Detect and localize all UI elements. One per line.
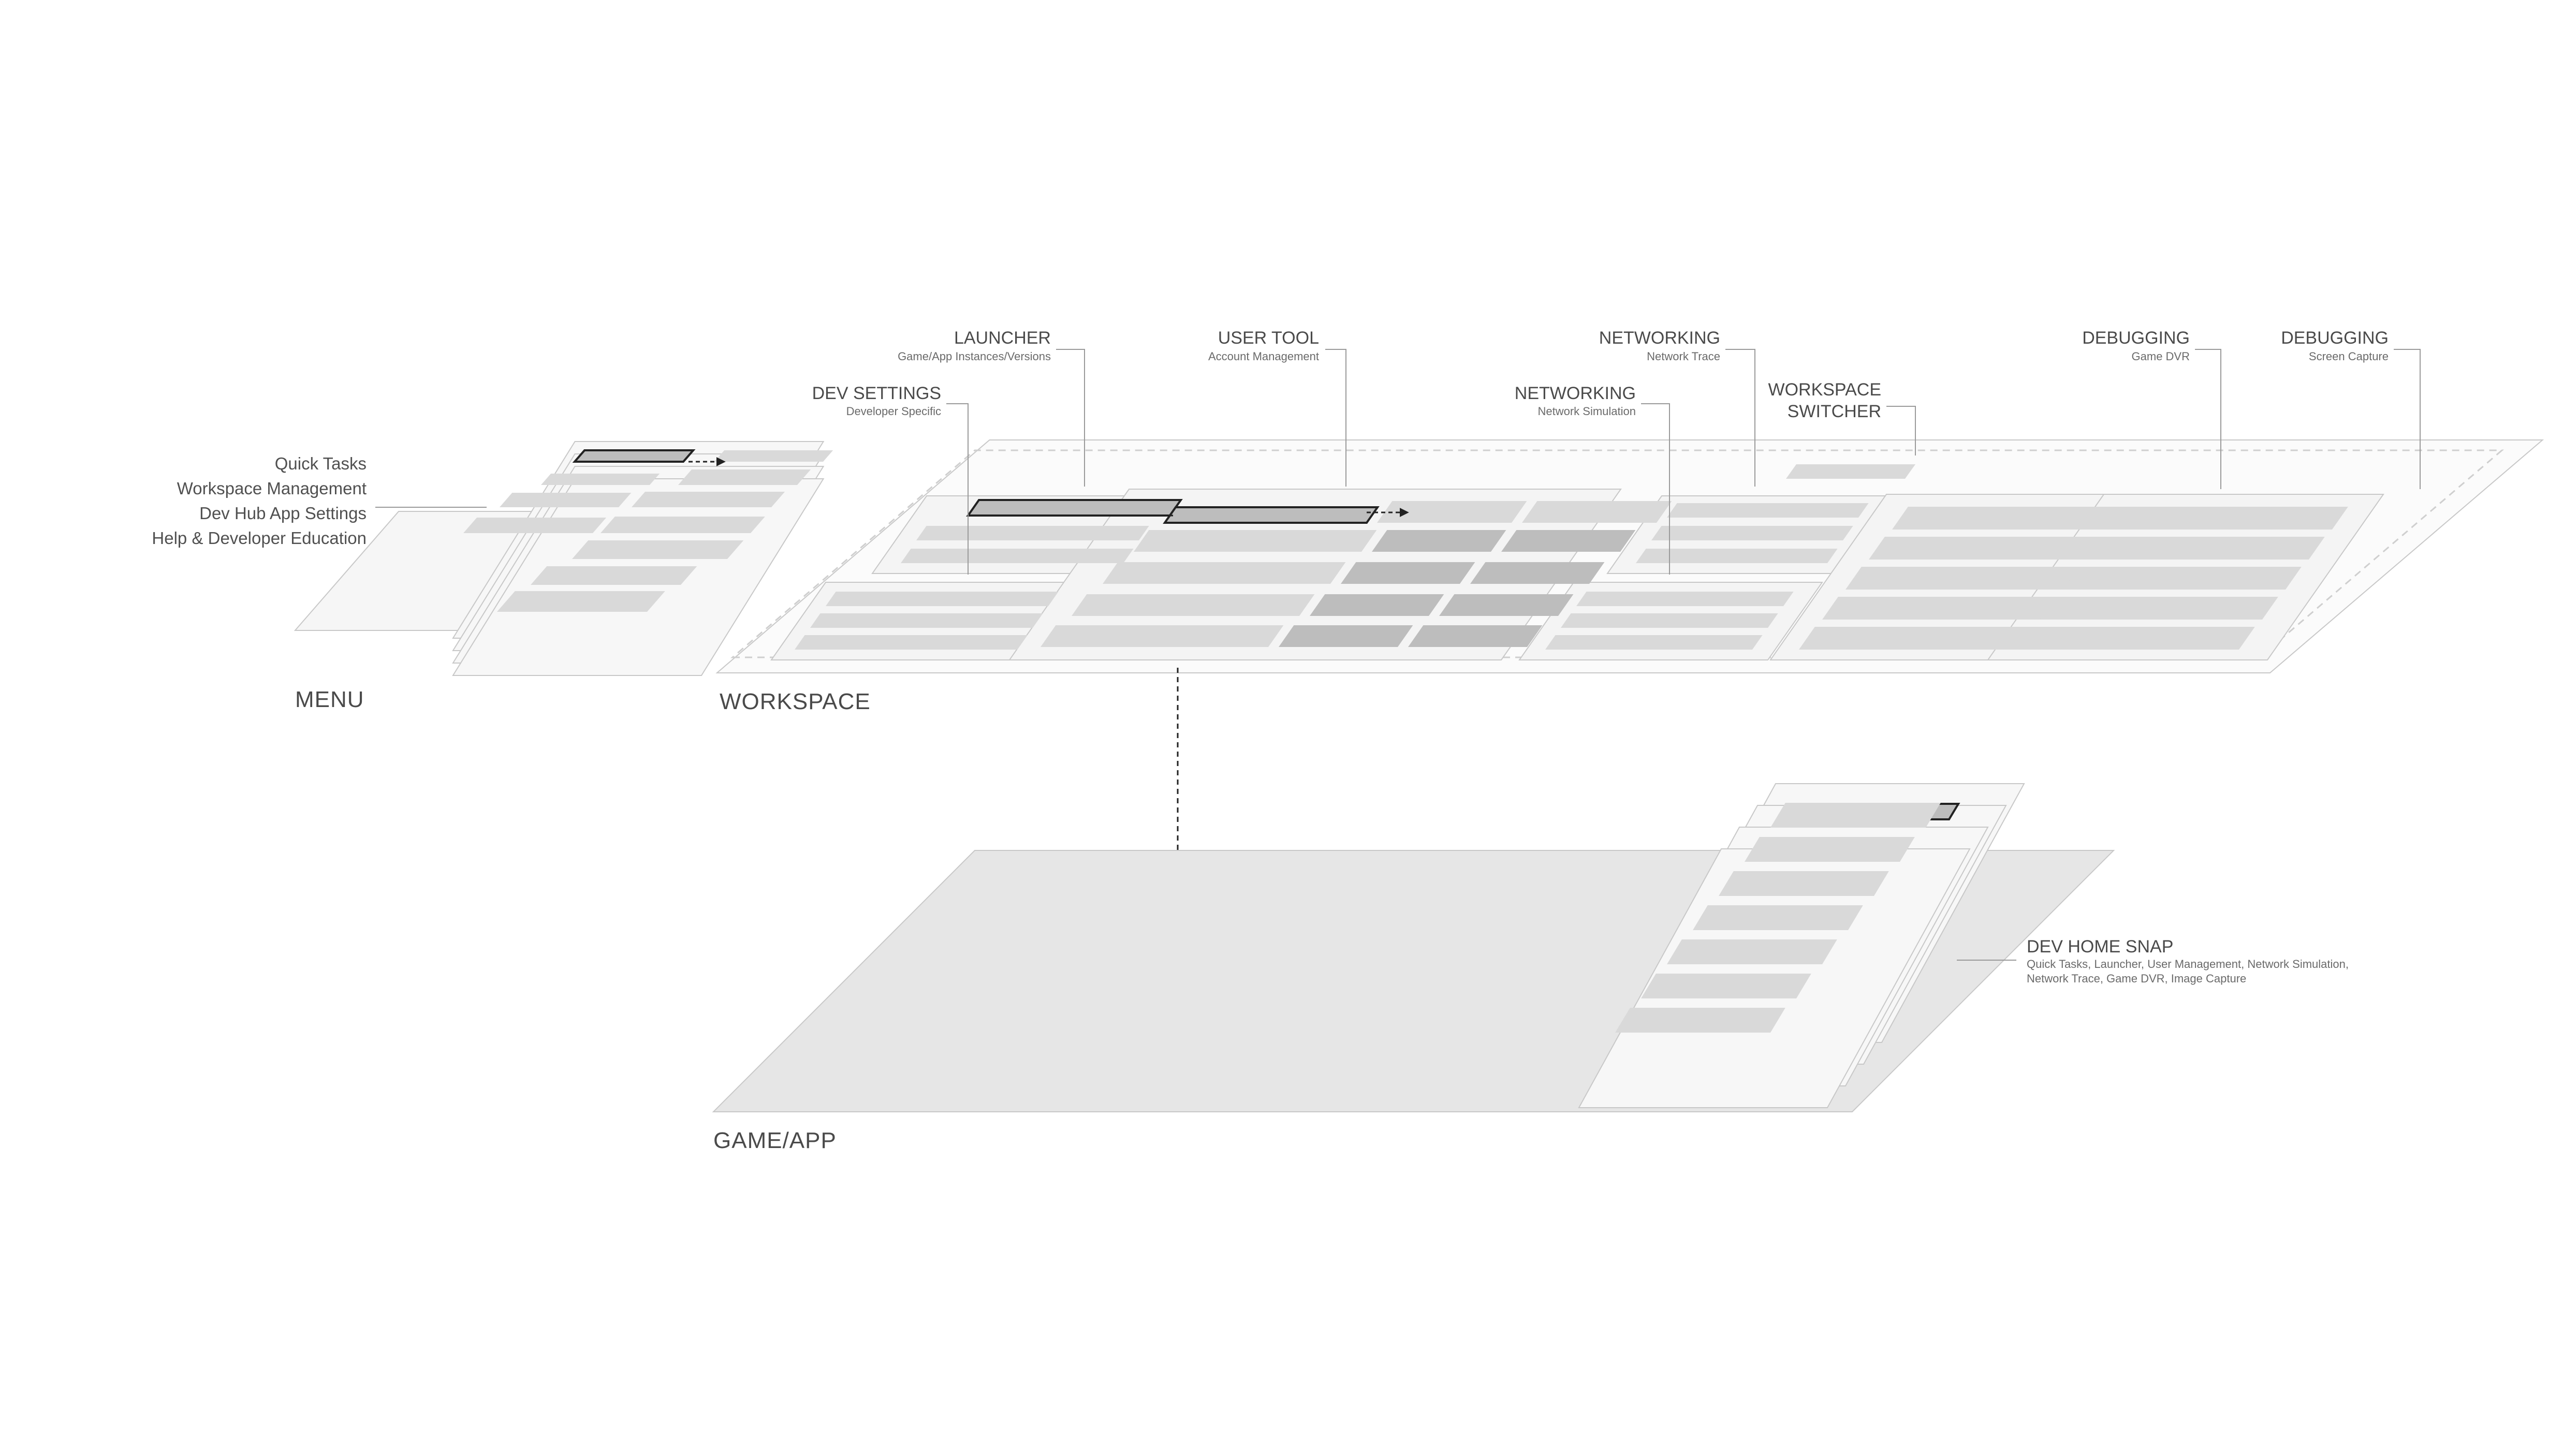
callout-user-tool-subtitle: Account Management — [1208, 350, 1319, 363]
callout-debug-dvr-subtitle: Game DVR — [2132, 350, 2190, 363]
debug-dvr-bar — [1892, 507, 2131, 530]
leader-lines — [375, 349, 2421, 961]
game-app-section-title: GAME/APP — [713, 1128, 837, 1153]
workspace-labels: LAUNCHER Game/App Instances/Versions USE… — [720, 328, 2389, 714]
debug-dvr-bar — [1799, 627, 2038, 650]
user-tool-bar — [1041, 625, 1284, 647]
menu-bar — [632, 492, 785, 507]
workspace-dashed-outline — [730, 449, 2505, 658]
net-sim-bar — [1576, 592, 1794, 606]
callout-dev-settings-title: DEV SETTINGS — [812, 384, 941, 403]
net-trace-bar — [1667, 503, 1869, 518]
callout-debug-dvr-title: DEBUGGING — [2082, 328, 2190, 348]
callout-dev-settings-subtitle: Developer Specific — [846, 405, 941, 418]
callout-net-sim-title: NETWORKING — [1515, 384, 1636, 403]
debug-capture-bar — [2110, 507, 2348, 530]
debug-dvr-bar — [1846, 567, 2084, 590]
user-tool-bar — [1377, 501, 1527, 523]
debug-capture-bar — [2040, 597, 2278, 620]
callout-launcher-title: LAUNCHER — [954, 328, 1051, 348]
launcher-highlight-bar — [966, 499, 1183, 517]
net-trace-bar — [1636, 549, 1838, 563]
net-trace-bar — [1651, 526, 1853, 540]
debug-capture-bar — [2016, 627, 2255, 650]
launcher-bar — [901, 549, 1134, 563]
user-tool-bar — [1501, 530, 1636, 552]
user-tool-bar — [1408, 625, 1543, 647]
user-tool-bar — [1310, 594, 1444, 616]
menu-item-quick-tasks: Quick Tasks — [275, 454, 367, 473]
menu-item-help-education: Help & Developer Education — [152, 528, 367, 548]
callout-net-trace-subtitle: Network Trace — [1647, 350, 1720, 363]
menu-bar — [678, 469, 811, 485]
dev-home-snap-bar — [1745, 837, 1915, 862]
workspace-section-title: WORKSPACE — [720, 689, 871, 714]
menu-highlight-bar — [572, 449, 696, 463]
leader-debug-capture — [2394, 349, 2421, 489]
leader-launcher — [1056, 349, 1085, 487]
menu-labels: Quick Tasks Workspace Management Dev Hub… — [152, 454, 367, 712]
leader-net-trace — [1725, 349, 1755, 487]
menu-bar — [463, 518, 607, 533]
callout-debug-capture-subtitle: Screen Capture — [2309, 350, 2389, 363]
callout-switcher-title-1: WORKSPACE — [1768, 380, 1881, 400]
dev-home-snap-title: DEV HOME SNAP — [2027, 937, 2173, 957]
menu-item-dev-hub-settings: Dev Hub App Settings — [199, 504, 367, 523]
menu-bar — [572, 540, 744, 559]
user-tool-bar — [1072, 594, 1315, 616]
callout-user-tool-title: USER TOOL — [1218, 328, 1319, 348]
user-tool-bar — [1470, 562, 1605, 584]
debug-dvr-bar — [1822, 597, 2061, 620]
callout-net-sim-subtitle: Network Simulation — [1537, 405, 1636, 418]
callout-launcher-subtitle: Game/App Instances/Versions — [898, 350, 1051, 363]
dev-home-snap-desc-1: Quick Tasks, Launcher, User Management, … — [2027, 958, 2349, 970]
dev-settings-bar — [795, 635, 1028, 650]
dev-home-snap-bar — [1667, 939, 1837, 964]
diagram-shapes — [294, 439, 2544, 1112]
menu-bar — [500, 493, 632, 507]
callout-debug-capture-title: DEBUGGING — [2281, 328, 2389, 348]
menu-section-title: MENU — [295, 687, 364, 712]
user-tool-bar — [1522, 501, 1672, 523]
leader-net-sim — [1641, 403, 1670, 575]
leader-user-tool — [1325, 349, 1346, 487]
user-tool-highlight-bar — [1163, 506, 1380, 524]
dev-home-snap-bar — [1719, 871, 1889, 896]
menu-bar — [497, 591, 665, 612]
dev-home-snap-bar — [1615, 1008, 1785, 1033]
switcher-bar — [1786, 464, 1915, 479]
user-tool-bar — [1372, 530, 1506, 552]
user-tool-bar — [1439, 594, 1574, 616]
dev-home-snap-bar — [1641, 974, 1811, 998]
menu-bar — [541, 474, 660, 485]
net-sim-bar — [1545, 635, 1763, 650]
menu-bar — [531, 566, 697, 585]
dev-settings-bar — [810, 613, 1043, 628]
game-labels: GAME/APP DEV HOME SNAP Quick Tasks, Laun… — [713, 937, 2349, 1153]
dev-home-snap-bar — [1693, 905, 1863, 930]
menu-bar — [601, 517, 765, 533]
net-sim-bar — [1561, 613, 1778, 628]
callout-switcher-title-2: SWITCHER — [1788, 402, 1881, 421]
leader-dev-settings — [946, 403, 969, 575]
callout-net-trace-title: NETWORKING — [1599, 328, 1720, 348]
user-tool-bar — [1279, 625, 1413, 647]
menu-bar — [714, 450, 833, 462]
debug-capture-bar — [2086, 537, 2325, 560]
launcher-bar — [916, 526, 1149, 540]
user-tool-bar — [1134, 530, 1377, 552]
dev-settings-bar — [826, 592, 1059, 606]
leader-switcher — [1886, 406, 1916, 455]
menu-item-workspace-management: Workspace Management — [177, 479, 367, 498]
debug-dvr-bar — [1869, 537, 2107, 560]
leader-debug-dvr — [2195, 349, 2221, 489]
user-tool-bar — [1341, 562, 1475, 584]
user-tool-bar — [1103, 562, 1346, 584]
debug-capture-bar — [2063, 567, 2302, 590]
dev-home-snap-desc-2: Network Trace, Game DVR, Image Capture — [2027, 972, 2246, 985]
dev-home-snap-bar — [1770, 803, 1941, 828]
